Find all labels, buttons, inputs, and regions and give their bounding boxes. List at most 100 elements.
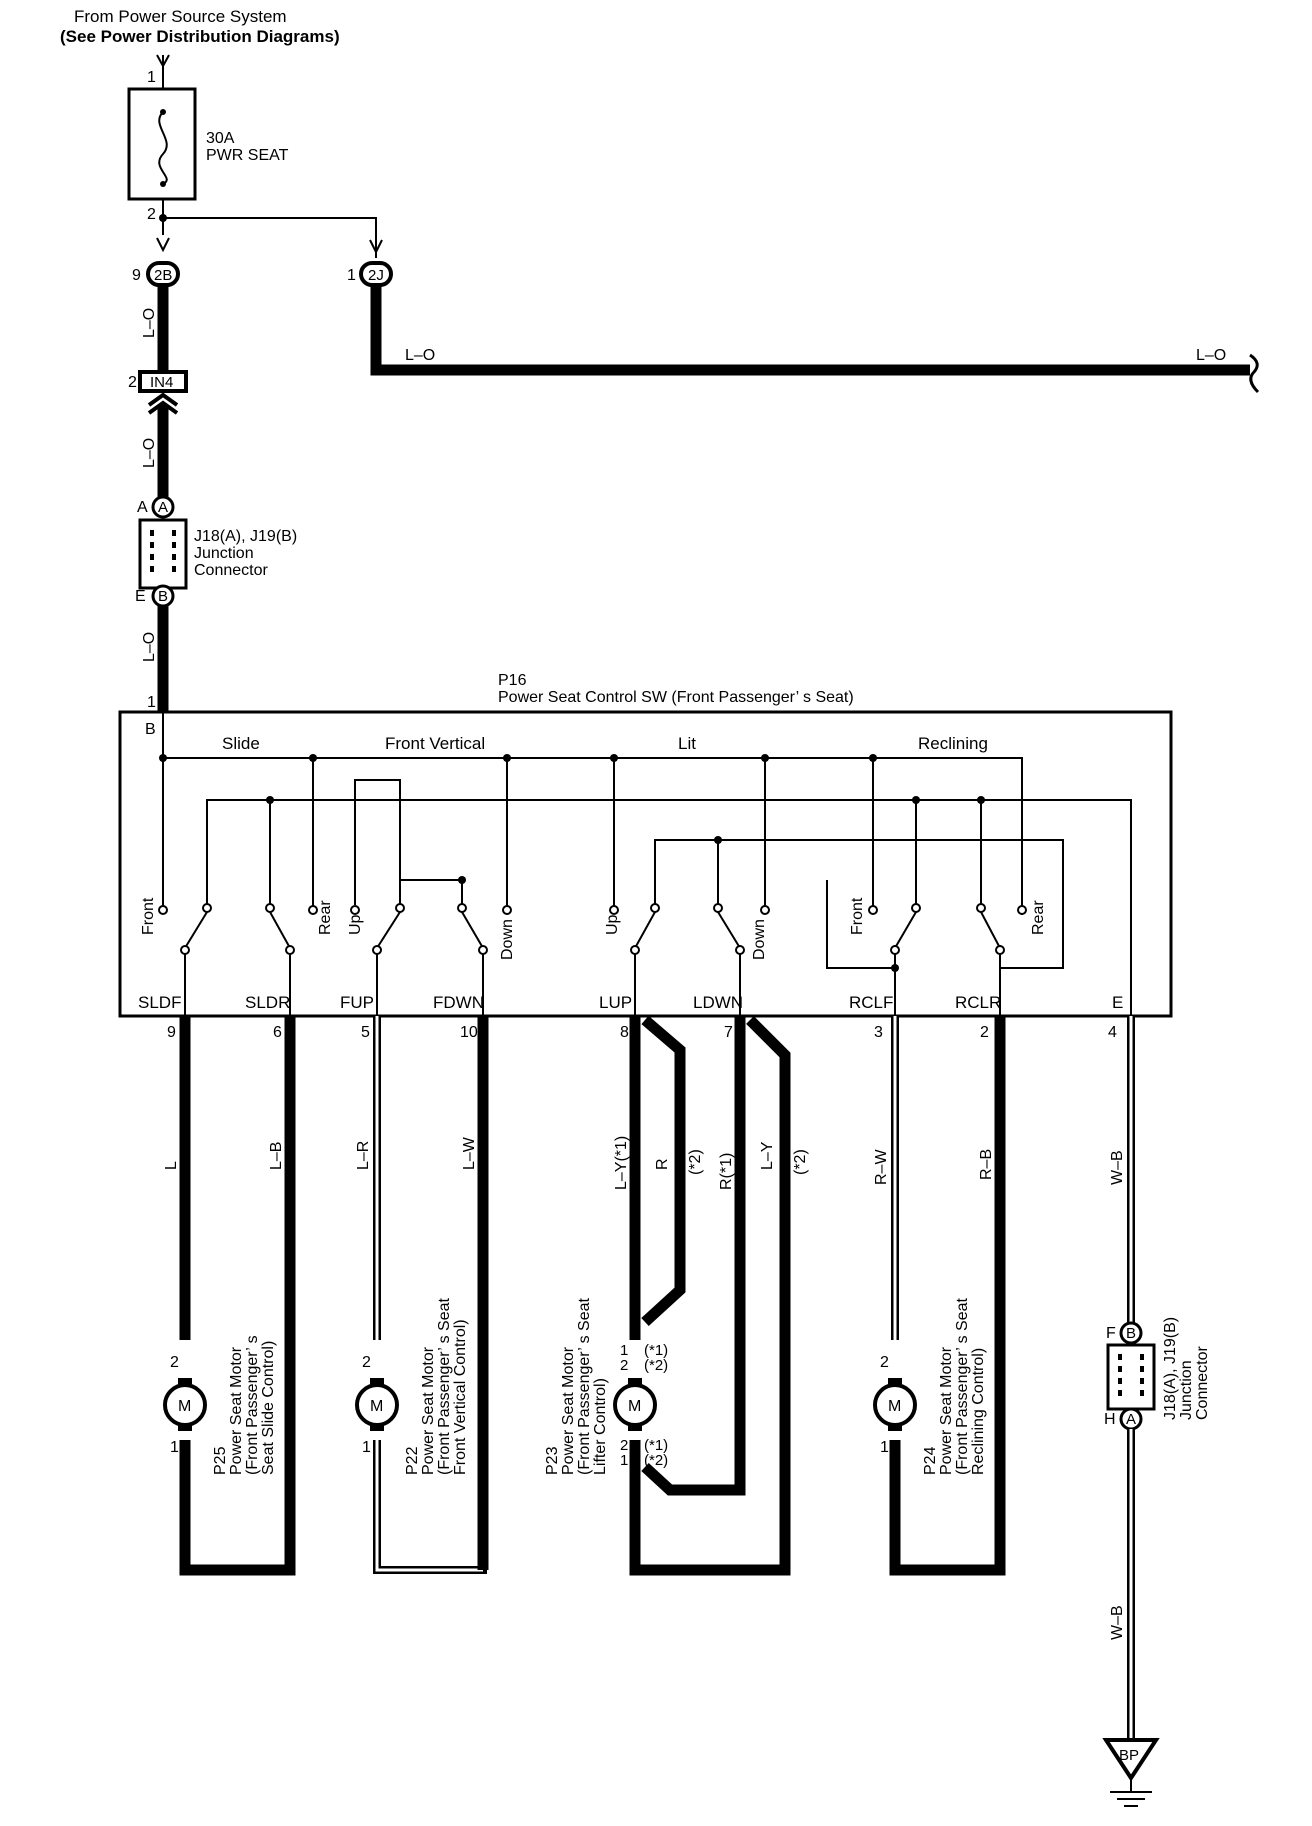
ground-label: BP: [1119, 1747, 1139, 1764]
pin-rclf: 3: [874, 1024, 883, 1041]
wire-l: L: [163, 1161, 180, 1170]
terminal-e: E: [1112, 993, 1123, 1012]
motor-p23-pin-bot-b: 1: [620, 1452, 628, 1469]
contact-down-1: Down: [499, 919, 516, 960]
switch-pin-b: B: [145, 721, 156, 738]
motor-p23-note-d: (*2): [644, 1452, 668, 1469]
junction-bottom-f: F: [1106, 1325, 1116, 1342]
junction-bottom-title: J18(A), J19(B): [1162, 1317, 1179, 1420]
motor-p23-note-b: (*2): [644, 1357, 668, 1374]
junction-bottom-h: H: [1104, 1411, 1116, 1428]
fuse-name: PWR SEAT: [206, 147, 289, 164]
motor-p25-code: P25: [212, 1446, 229, 1475]
motor-p24-l3: Reclining Control): [970, 1348, 987, 1475]
motor-p22-l2: (Front Passenger’ s Seat: [436, 1297, 453, 1475]
wire-r: R: [654, 1158, 671, 1170]
switch-pin-b-num: 1: [147, 694, 156, 711]
motor-p23-note-c: (*1): [644, 1437, 668, 1454]
wire-lo-1: L–O: [141, 308, 158, 338]
wire-wb-1: W–B: [1109, 1150, 1126, 1185]
terminal-sldr: SLDR: [245, 993, 290, 1012]
connector-in4: [138, 370, 188, 393]
motor-p22-l1: Power Seat Motor: [420, 1346, 437, 1475]
motor-p22-l3: Front Vertical Control): [452, 1319, 469, 1475]
motor-p22-code: P22: [404, 1446, 421, 1475]
motor-p25-pin-bot: 1: [170, 1439, 179, 1456]
junction-top-a: [151, 495, 175, 519]
terminal-fdwn: FDWN: [433, 993, 484, 1012]
wire-ly-note: (*2): [792, 1149, 809, 1175]
junction-top-a-label: A: [158, 499, 168, 516]
connector-in4-pin: 2: [128, 374, 137, 391]
connector-2j-pin: 1: [347, 267, 356, 284]
terminal-ldwn: LDWN: [693, 993, 743, 1012]
contact-front-2: Front: [849, 897, 866, 935]
terminal-lup: LUP: [599, 993, 632, 1012]
wire-rw: R–W: [873, 1149, 890, 1185]
junction-bottom-a-label: A: [1126, 1411, 1136, 1428]
group-slide: Slide: [222, 734, 260, 753]
motor-p23-note-a: (*1): [644, 1342, 668, 1359]
junction-top-title: J18(A), J19(B): [194, 528, 297, 545]
motor-p24-l2: (Front Passenger’ s Seat: [954, 1297, 971, 1475]
contact-rear-1: Rear: [317, 900, 334, 935]
junction-bottom-line3: Connector: [1194, 1346, 1211, 1420]
pin-rclr: 2: [980, 1024, 989, 1041]
fuse-pin-in: 1: [147, 69, 156, 86]
motor-p23-pin-bot-a: 2: [620, 1437, 628, 1454]
terminal-rclf: RCLF: [849, 993, 893, 1012]
pin-sldf: 9: [167, 1024, 176, 1041]
group-reclining: Reclining: [918, 734, 988, 753]
motor-p24: 2 M 1 P24 Power Seat Motor (Front Passen…: [873, 1297, 987, 1475]
connector-in4-label: IN4: [150, 374, 173, 391]
terminal-rclr: RCLR: [955, 993, 1001, 1012]
motor-p25-symbol: M: [178, 1398, 191, 1415]
motor-p22-symbol: M: [370, 1398, 383, 1415]
wire-r1: R(*1): [718, 1153, 735, 1190]
contact-front-1: Front: [140, 897, 157, 935]
wire-ly1: L–Y(*1): [613, 1136, 630, 1190]
wire-lo-3: L–O: [141, 632, 158, 662]
motor-p24-l1: Power Seat Motor: [938, 1346, 955, 1475]
junction-top-b-label: B: [158, 588, 168, 605]
switch-title: Power Seat Control SW (Front Passenger’ …: [498, 689, 854, 706]
wire-lo-right-a: L–O: [405, 347, 435, 364]
motor-p23-l2: (Front Passenger’ s Seat: [576, 1297, 593, 1475]
terminal-sldf: SLDF: [138, 993, 181, 1012]
junction-top-line3: Connector: [194, 562, 268, 579]
motor-p23: 1 (*1) 2 (*2) M 2 (*1) 1 (*2) P23 Power …: [544, 1297, 668, 1475]
fuse-box: [127, 87, 197, 201]
pin-lup: 8: [620, 1024, 629, 1041]
fuse-icon: [158, 111, 168, 185]
motor-p23-l3: Lifter Control): [592, 1378, 609, 1475]
wire-wb-2: W–B: [1109, 1605, 1126, 1640]
pin-sldr: 6: [273, 1024, 282, 1041]
motor-p22-pin-bot: 1: [362, 1439, 371, 1456]
ground-icon: [1102, 1738, 1160, 1782]
junction-top-pin-b: E: [135, 588, 146, 605]
motor-p23-l1: Power Seat Motor: [560, 1346, 577, 1475]
motor-p24-symbol: M: [888, 1398, 901, 1415]
motor-p23-pin-top-a: 1: [620, 1342, 628, 1359]
wire-lo-2: L–O: [141, 438, 158, 468]
junction-bottom-line2: Junction: [1178, 1360, 1195, 1420]
connector-2b-label: 2B: [154, 267, 172, 284]
motor-p23-pin-top-b: 2: [620, 1357, 628, 1374]
pin-e: 4: [1108, 1024, 1117, 1041]
header-line2: (See Power Distribution Diagrams): [60, 27, 340, 46]
junction-bottom-box: [1106, 1343, 1156, 1411]
pin-fdwn: 10: [460, 1024, 478, 1041]
contact-up-2: Up: [604, 914, 621, 935]
wire-lr: L–R: [355, 1141, 372, 1170]
wire-lb: L–B: [268, 1142, 285, 1170]
wire-ly: L–Y: [759, 1141, 776, 1170]
wire-lw: L–W: [461, 1136, 478, 1170]
terminal-fup: FUP: [340, 993, 374, 1012]
contact-up-1: Up: [347, 914, 364, 935]
wire-r-note: (*2): [687, 1149, 704, 1175]
junction-bottom-b-label: B: [1126, 1325, 1136, 1342]
wire-rb: R–B: [978, 1149, 995, 1180]
junction-top-line2: Junction: [194, 545, 254, 562]
motor-p23-code: P23: [544, 1446, 561, 1475]
